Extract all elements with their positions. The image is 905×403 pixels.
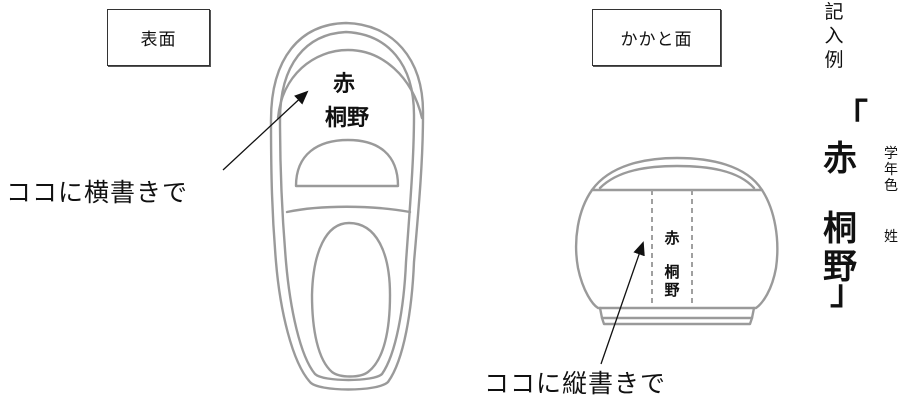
front-shoe-cross-line (285, 205, 412, 214)
heel-shoe-color: 赤 (664, 229, 680, 247)
heel-name-area (651, 190, 693, 306)
front-label-box: 表面 (107, 9, 210, 66)
front-shoe-inner-outline (278, 30, 416, 382)
legend-bracket-close: 」 (830, 273, 864, 313)
front-shoe-outer-outline (269, 21, 425, 391)
legend-surname-label: 姓 (884, 229, 898, 245)
heel-shoe-sole-1 (598, 306, 756, 320)
front-shoe-band-opening (294, 138, 400, 188)
legend-name: 桐野 (823, 209, 857, 287)
legend-grade-row: 学年色 (884, 146, 898, 194)
front-shoe-name: 桐野 (324, 106, 369, 131)
heel-shoe-sketch (574, 156, 779, 326)
heel-label: かかと面 (620, 30, 693, 50)
heel-shoe-name: 桐野 (664, 263, 680, 299)
heel-shoe-sole-2 (600, 316, 754, 326)
legend-bracket-open: 「 (834, 97, 868, 137)
legend-color: 赤 (823, 139, 857, 179)
heel-shoe-body (574, 188, 779, 310)
legend-title: 記入例 (824, 1, 844, 71)
front-shoe-sketch (269, 21, 425, 391)
caption-horizontal: ココに横書きで (6, 178, 189, 207)
arrow-vertical (600, 241, 645, 365)
heel-label-box: かかと面 (592, 9, 721, 66)
front-shoe-insole (310, 221, 392, 378)
front-label: 表面 (140, 30, 177, 50)
front-shoe-color: 赤 (332, 72, 355, 97)
heel-shoe-top-cap-inner (598, 164, 756, 190)
heel-shoe-top-cap (590, 156, 764, 192)
caption-vertical: ココに縦書きで (484, 369, 667, 398)
arrow-horizontal (222, 90, 309, 171)
front-shoe-toe-band (276, 48, 424, 120)
